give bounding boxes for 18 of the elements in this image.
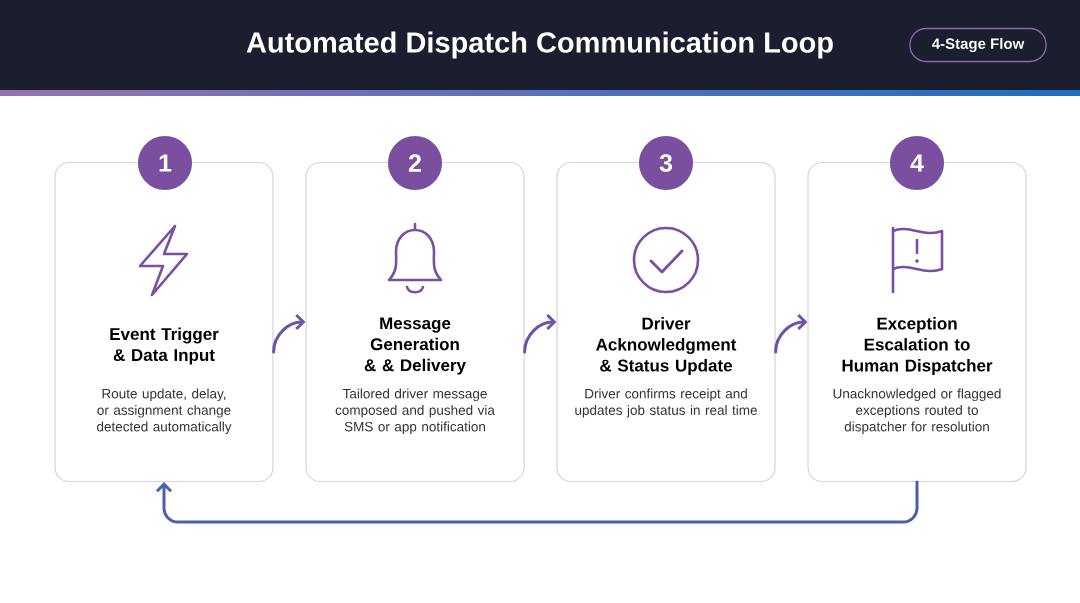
arrow [272,313,306,354]
card-heading: Event Trigger & Data Input [110,327,219,365]
card-heading: Message Generation & & Delivery [364,317,466,375]
card-description: Unacknowledged or flagged exceptions routed to dispatcher for resolution [833,388,1001,435]
arrow [155,480,919,524]
arrow [774,313,808,354]
badge: 4-Stage Flow [909,27,1047,63]
step-number: 3 [639,136,693,190]
card-description: Route update, delay, or assignment change detected automatically [97,388,232,435]
arrow [523,313,557,354]
step-number: 2 [388,136,442,190]
card-heading: Driver Acknowledgment & Status Update [596,317,737,375]
step-number: 4 [890,136,944,190]
card-description: Driver confirms receipt and updates job status in real time [575,388,757,418]
card-heading: Exception Escalation to Human Dispatcher [842,317,993,375]
card-description: Tailored driver message composed and pushed via SMS or app notification [335,388,495,435]
title: Automated Dispatch Communication Loop [246,31,833,59]
step-number: 1 [138,136,192,190]
